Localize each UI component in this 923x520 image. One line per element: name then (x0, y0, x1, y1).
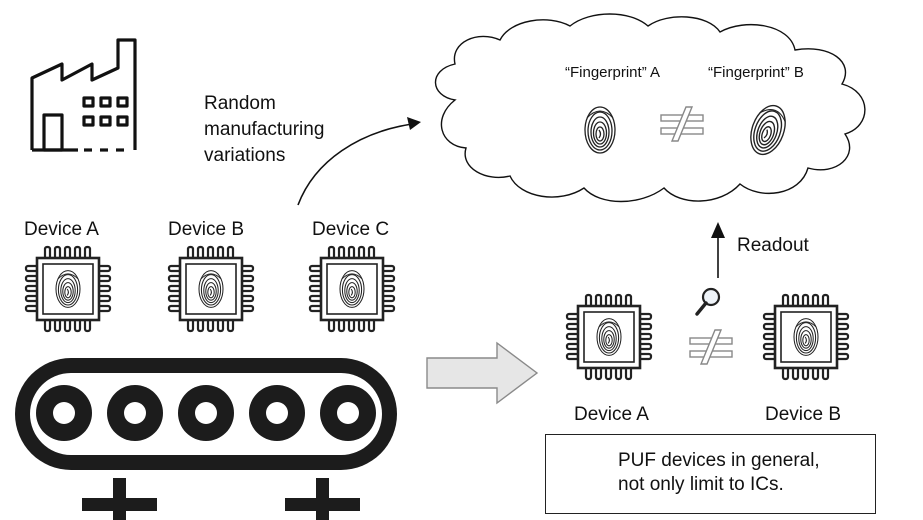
compare-device-a-label: Device A (574, 404, 649, 425)
chip-icon-compare-b (764, 295, 848, 379)
chip-icon-compare-a (567, 295, 651, 379)
magnifier-icon (695, 287, 721, 316)
conveyor-belt-icon (15, 358, 397, 520)
readout-arrow (711, 222, 725, 278)
curved-arrow (297, 117, 421, 206)
chip-icon-device-a (26, 247, 110, 331)
note-line-2: not only limit to ICs. (618, 474, 784, 495)
not-equal-icon-compare (689, 329, 733, 365)
note-text: PUF devices in general, not only limit t… (618, 449, 868, 497)
fingerprint-b-label: “Fingerprint” B (708, 64, 804, 81)
device-b-label: Device B (168, 219, 245, 240)
fingerprint-cloud (434, 13, 866, 203)
process-label: Random manufacturing variations (204, 91, 324, 169)
process-line-3: variations (204, 145, 286, 166)
device-a-label: Device A (24, 219, 99, 240)
factory-icon (30, 38, 137, 152)
note-line-1: PUF devices in general, (618, 450, 820, 471)
process-line-2: manufacturing (204, 119, 325, 140)
readout-label: Readout (737, 235, 809, 256)
chip-icon-device-b (169, 247, 253, 331)
block-arrow-icon (426, 341, 539, 405)
note-box: PUF devices in general, not only limit t… (545, 434, 876, 514)
fingerprint-a-label: “Fingerprint” A (565, 64, 661, 81)
compare-device-b-label: Device B (765, 404, 842, 425)
chip-icon-device-c (310, 247, 394, 331)
device-c-label: Device C (312, 219, 390, 240)
process-line-1: Random (204, 93, 276, 114)
